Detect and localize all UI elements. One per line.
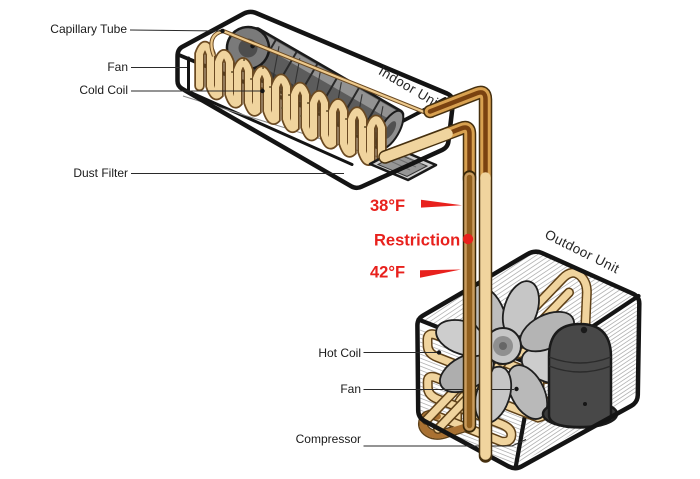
compressor [541,322,619,429]
leader-capillary-tube [129,29,222,32]
temp-after-restriction-label: 42°F [370,264,405,282]
dot-cold-coil [260,88,265,94]
cold-coil [194,40,387,168]
dot-hot-coil [436,350,442,355]
liquid-line-pipe [378,120,477,433]
indoor-casing-outline [175,9,456,191]
dot-outdoor-fan [514,386,519,392]
outdoor-unit: Outdoor Unit [415,227,642,471]
callout-outdoor-fan: Fan [340,382,361,396]
coil-fin-dots [231,59,367,128]
temp-before-arrow [421,199,462,208]
callout-dust-filter: Dust Filter [73,166,128,180]
callout-indoor-fan: Fan [107,60,128,74]
leader-compressor [363,439,527,447]
callout-capillary-tube: Capillary Tube [50,22,127,36]
restriction-point-dot [462,233,474,245]
temp-after-arrow [420,269,461,278]
callout-hot-coil: Hot Coil [318,346,361,360]
callout-compressor: Compressor [296,432,361,446]
callouts: Capillary Tube Fan Cold Coil Dust Filter… [50,22,527,447]
temp-before-restriction-label: 38°F [370,197,405,215]
callout-cold-coil: Cold Coil [79,83,128,97]
indoor-unit: Indoor Unit [175,9,456,191]
temperature-annotations: 38°F Restriction 42°F [370,197,474,282]
outdoor-casing-outline [415,249,642,471]
dot-capillary-tube [220,28,225,34]
suction-line-pipe [423,85,493,463]
restriction-label: Restriction [374,232,460,250]
refrigerant-pipes [378,85,493,463]
